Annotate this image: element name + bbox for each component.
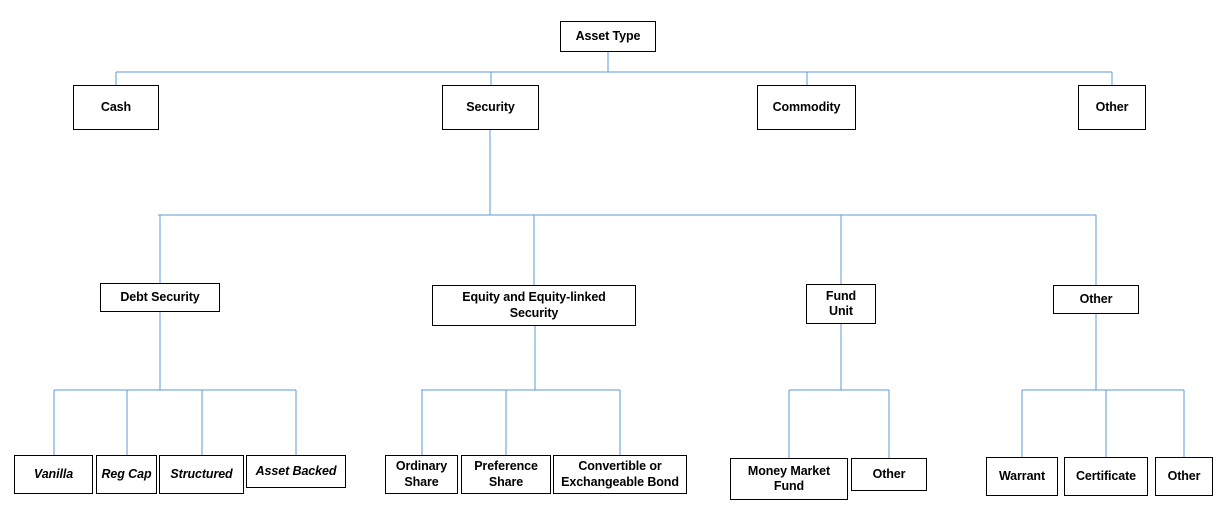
node-label-reg-cap: Reg Cap [101,466,152,481]
node-money-market-fund[interactable]: Money Market Fund [730,458,848,500]
node-label-preference-share: Preference Share [474,459,538,489]
node-label-money-market-fund: Money Market Fund [747,463,831,493]
node-reg-cap[interactable]: Reg Cap [96,455,157,494]
node-certificate[interactable]: Certificate [1064,457,1148,496]
node-label-ordinary-share: Ordinary Share [395,459,448,489]
node-convertible-bond[interactable]: Convertible or Exchangeable Bond [553,455,687,494]
node-other-security[interactable]: Other [1053,285,1139,314]
node-structured[interactable]: Structured [159,455,244,494]
node-equity-security[interactable]: Equity and Equity-linked Security [432,285,636,326]
node-label-asset-type: Asset Type [575,28,641,43]
node-cash[interactable]: Cash [73,85,159,130]
node-label-warrant: Warrant [998,468,1046,483]
node-label-convertible-bond: Convertible or Exchangeable Bond [561,459,679,489]
node-label-debt-security: Debt Security [120,289,200,304]
node-debt-security[interactable]: Debt Security [100,283,220,312]
node-fund-unit[interactable]: Fund Unit [806,284,876,324]
node-warrant[interactable]: Warrant [986,457,1058,496]
node-other-warrant[interactable]: Other [1155,457,1213,496]
node-label-commodity: Commodity [772,99,841,114]
node-label-fund-unit: Fund Unit [825,288,857,318]
node-security[interactable]: Security [442,85,539,130]
node-label-security: Security [466,99,515,114]
node-label-certificate: Certificate [1075,468,1137,483]
node-label-structured: Structured [170,466,233,481]
node-label-other-warrant: Other [1167,468,1201,483]
node-label-cash: Cash [100,99,132,114]
node-ordinary-share[interactable]: Ordinary Share [385,455,458,494]
node-commodity[interactable]: Commodity [757,85,856,130]
node-label-asset-backed: Asset Backed [255,463,337,478]
node-label-other-security: Other [1079,291,1113,306]
node-label-other-fund: Other [872,466,906,481]
node-other-top[interactable]: Other [1078,85,1146,130]
node-label-vanilla: Vanilla [33,466,74,481]
node-label-equity-security: Equity and Equity-linked Security [462,290,606,320]
node-asset-backed[interactable]: Asset Backed [246,455,346,488]
node-preference-share[interactable]: Preference Share [461,455,551,494]
node-asset-type[interactable]: Asset Type [560,21,656,52]
node-label-other-top: Other [1095,99,1129,114]
node-vanilla[interactable]: Vanilla [14,455,93,494]
node-other-fund[interactable]: Other [851,458,927,491]
